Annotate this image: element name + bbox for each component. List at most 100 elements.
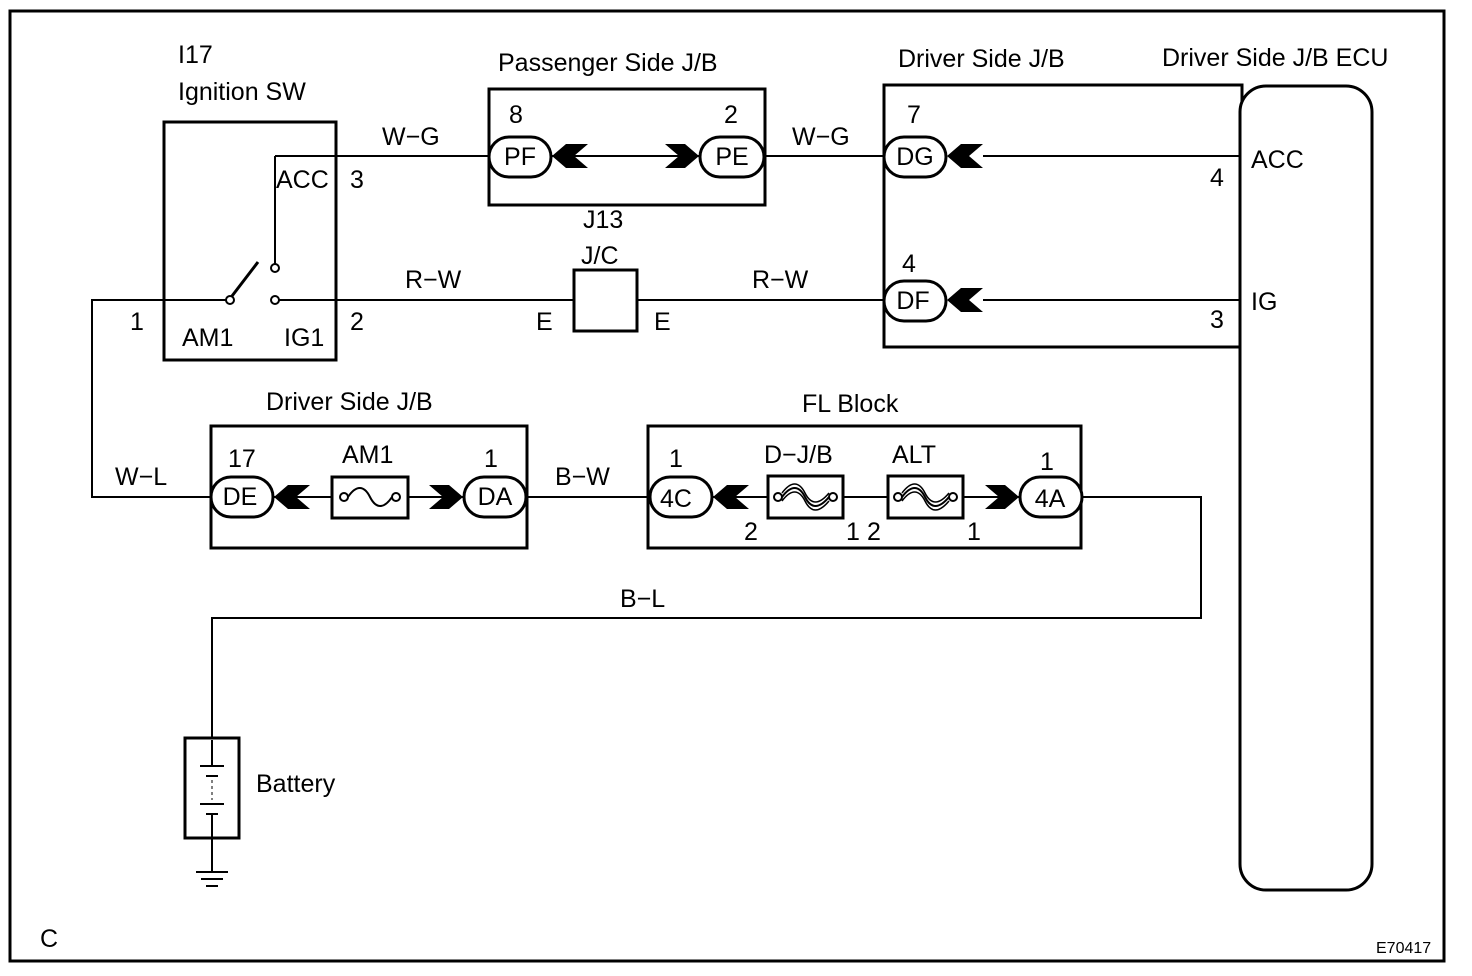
wire-fl-to-battery: [211, 496, 1202, 738]
switch-contact-acc: [270, 263, 280, 273]
connector-dg-label: DG: [896, 143, 934, 171]
ecu-box: [1238, 84, 1374, 892]
fl-fuse1-pin-right: 1: [846, 518, 860, 546]
fl-fuse1-pin-left: 2: [744, 518, 758, 546]
wire-ig1-to-jc-label: R−W: [405, 266, 462, 294]
driver-fuse-label: AM1: [342, 441, 393, 469]
fuse-dj-b-element: [781, 487, 830, 507]
driver-jb-upper-title: Driver Side J/B: [898, 45, 1065, 73]
connector-pf-label: PF: [504, 143, 536, 171]
connector-df-label: DF: [896, 287, 929, 315]
ignition-switch-name: Ignition SW: [178, 78, 306, 106]
ignition-switch-code: I17: [178, 41, 213, 69]
ignition-acc-pin: 3: [350, 166, 364, 194]
passenger-pf-pin: 8: [509, 101, 523, 129]
connector-pe-label: PE: [715, 143, 748, 171]
passenger-jb: Passenger Side J/B 8 2 PF PE: [487, 49, 767, 207]
fuse-alt-terminal-right: [948, 492, 958, 502]
driver-da-pin: 1: [484, 445, 498, 473]
driver-dg-pin: 7: [907, 101, 921, 129]
ground-icon: [196, 871, 228, 887]
driver-jb-lower: Driver Side J/B 17 AM1 1 DE DA: [209, 388, 529, 550]
arrow-pf: [552, 144, 588, 168]
junction-type: J/C: [581, 242, 619, 270]
junction-connector: J13 J/C E E: [536, 206, 671, 336]
connector-pe: [698, 135, 766, 179]
fuse-am1-element: [347, 487, 393, 507]
ecu-title: Driver Side J/B ECU: [1162, 44, 1388, 72]
junction-box: [572, 268, 639, 333]
ecu-acc-pin: 4: [1210, 164, 1224, 192]
junction-pin-right: E: [654, 308, 671, 336]
driver-jb-ecu: Driver Side J/B ECU ACC 4 IG 3: [1162, 44, 1388, 892]
diagram-frame: [8, 9, 1446, 963]
connector-4c-label: 4C: [660, 485, 692, 513]
fl-block-title: FL Block: [802, 390, 899, 418]
driver-jb-lower-title: Driver Side J/B: [266, 388, 433, 416]
ignition-am1-pin: 1: [130, 308, 144, 336]
arrow-dg: [947, 144, 983, 168]
fuse-am1-terminal-right: [391, 492, 401, 502]
driver-jb-lower-box: [209, 424, 529, 550]
passenger-jb-title: Passenger Side J/B: [498, 49, 718, 77]
junction-pin-left: E: [536, 308, 553, 336]
connector-4c: [648, 475, 714, 519]
wire-pe-to-dg-label: W−G: [792, 123, 850, 151]
junction-code: J13: [583, 206, 623, 234]
wire-acc-to-pf-label: W−G: [382, 123, 440, 151]
arrow-4a: [985, 485, 1019, 509]
battery: Battery: [183, 736, 336, 872]
fuse-alt-terminal-left: [893, 492, 903, 502]
fl-fuse2-label: ALT: [892, 441, 936, 469]
battery-label: Battery: [256, 770, 336, 798]
wire-am1-to-de: [91, 299, 226, 498]
fl-fuse2-pin-right: 1: [967, 518, 981, 546]
ecu-ig-pin: 3: [1210, 306, 1224, 334]
ignition-acc-label: ACC: [276, 166, 329, 194]
ignition-ig1-label: IG1: [284, 324, 324, 352]
fuse-dj-b-element-2: [781, 483, 830, 503]
connector-4a-label: 4A: [1035, 485, 1066, 513]
switch-contact-am1: [225, 295, 235, 305]
passenger-pe-pin: 2: [724, 101, 738, 129]
corner-code: C: [40, 925, 58, 953]
wire-da-to-4c-label: B−W: [555, 463, 610, 491]
wire-jc-to-df-label: R−W: [752, 266, 809, 294]
ecu-acc-label: ACC: [1251, 146, 1304, 174]
switch-blade: [230, 261, 260, 297]
arrow-de: [274, 485, 310, 509]
driver-df-pin: 4: [902, 250, 916, 278]
switch-contact-ig1: [270, 295, 280, 305]
passenger-jb-box: [487, 87, 767, 207]
ignition-switch: I17 Ignition SW ACC 3 AM1 IG1 1 2: [130, 41, 364, 362]
fl-fuse1-label: D−J/B: [764, 441, 833, 469]
ignition-am1-label: AM1: [182, 324, 233, 352]
fuse-dj-b-element-3: [781, 491, 830, 511]
fuse-alt-element-3: [901, 491, 950, 511]
fuse-dj-b-terminal-right: [828, 492, 838, 502]
ignition-ig1-pin: 2: [350, 308, 364, 336]
arrow-4c: [713, 485, 749, 509]
ecu-ig-label: IG: [1251, 288, 1277, 316]
fl-block: FL Block 1 D−J/B ALT 1 2 1 2 1 4C 4A: [646, 390, 1084, 550]
connector-de: [209, 475, 275, 519]
connector-de-label: DE: [223, 483, 258, 511]
fl-4a-pin: 1: [1040, 448, 1054, 476]
fuse-am1-terminal-left: [339, 492, 349, 502]
connector-da: [462, 475, 528, 519]
driver-jb-upper: Driver Side J/B 7 4 DG DF: [882, 45, 1244, 349]
fuse-alt-element-2: [901, 483, 950, 503]
fuse-dj-b-terminal-left: [773, 492, 783, 502]
wire-am1-to-de-label: W−L: [115, 463, 167, 491]
arrow-df: [947, 288, 983, 312]
ignition-switch-box: [162, 120, 338, 362]
figure-id: E70417: [1376, 940, 1431, 957]
wire-fl-to-battery-label: B−L: [620, 585, 665, 613]
fl-block-box: [646, 424, 1083, 550]
fl-fuse2-pin-left: 2: [867, 518, 881, 546]
fuse-alt-element: [901, 487, 950, 507]
arrow-da: [429, 485, 463, 509]
arrow-pe: [665, 144, 699, 168]
fl-4c-pin: 1: [669, 445, 683, 473]
